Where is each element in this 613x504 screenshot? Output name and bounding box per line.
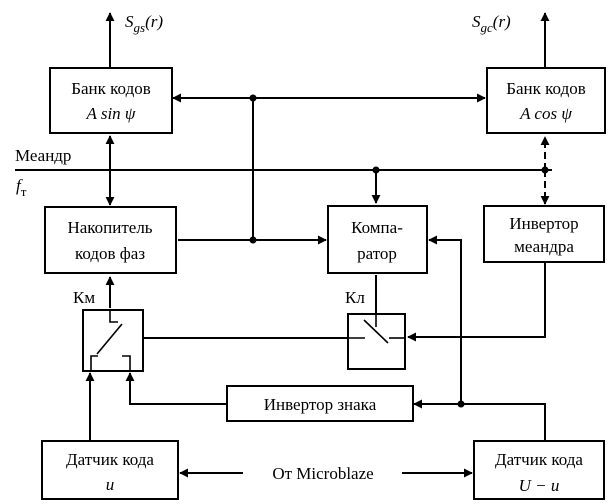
accumulator-label-2: кодов фаз xyxy=(75,244,145,263)
sensor-Uu-line xyxy=(428,235,546,440)
junction-dot xyxy=(249,94,257,102)
sign-inverter-label: Инвертор знака xyxy=(264,395,377,414)
meander-inverter-label-1: Инвертор xyxy=(509,214,578,233)
meander-inverter-block xyxy=(483,205,605,263)
kl-switch-lever xyxy=(363,319,389,344)
sensor-Uu-block xyxy=(473,440,605,500)
km-switch-contact xyxy=(109,310,118,323)
bank-sin-block xyxy=(49,67,173,134)
ft-label: fт xyxy=(16,176,27,199)
bank-sin-label-2: A sin ψ xyxy=(86,104,136,123)
junction-dot xyxy=(249,236,257,244)
from-microblaze-label: От Microblaze xyxy=(272,464,373,483)
km-label: Км xyxy=(73,288,95,307)
comparator-label-2: ратор xyxy=(357,244,397,263)
bank-cos-block xyxy=(486,67,606,134)
sgc-output-label: Sgc(r) xyxy=(472,12,511,35)
km-switch xyxy=(82,309,144,372)
accumulator-block xyxy=(44,206,177,274)
km-switch-contact xyxy=(90,355,98,371)
sign-inverter-to-km xyxy=(125,372,226,405)
meander-label: Меандр xyxy=(15,146,71,165)
sgs-output-label: Sgs(r) xyxy=(125,12,163,35)
accumulator-label-1: Накопитель xyxy=(67,218,152,237)
sensor-u-label-2: u xyxy=(106,475,115,494)
meander-inverter-label-2: меандра xyxy=(514,237,574,256)
comparator-block xyxy=(327,205,428,274)
sensor-Uu-label-2: U − u xyxy=(519,476,560,495)
bank-cos-label-1: Банк кодов xyxy=(506,79,586,98)
km-switch-contact xyxy=(122,355,131,371)
km-switch-lever xyxy=(96,323,123,355)
comparator-label-1: Компа- xyxy=(351,218,403,237)
bank-cos-label-2: A cos ψ xyxy=(519,104,572,123)
sensor-Uu-label-1: Датчик кода xyxy=(495,450,583,469)
sensor-u-label-1: Датчик кода xyxy=(66,450,154,469)
sign-inverter-block xyxy=(226,385,414,422)
sensor-u-block xyxy=(41,440,179,500)
kl-label: Кл xyxy=(345,288,365,307)
bank-sin-label-1: Банк кодов xyxy=(71,79,151,98)
meander-inverter-to-kl xyxy=(407,263,546,342)
